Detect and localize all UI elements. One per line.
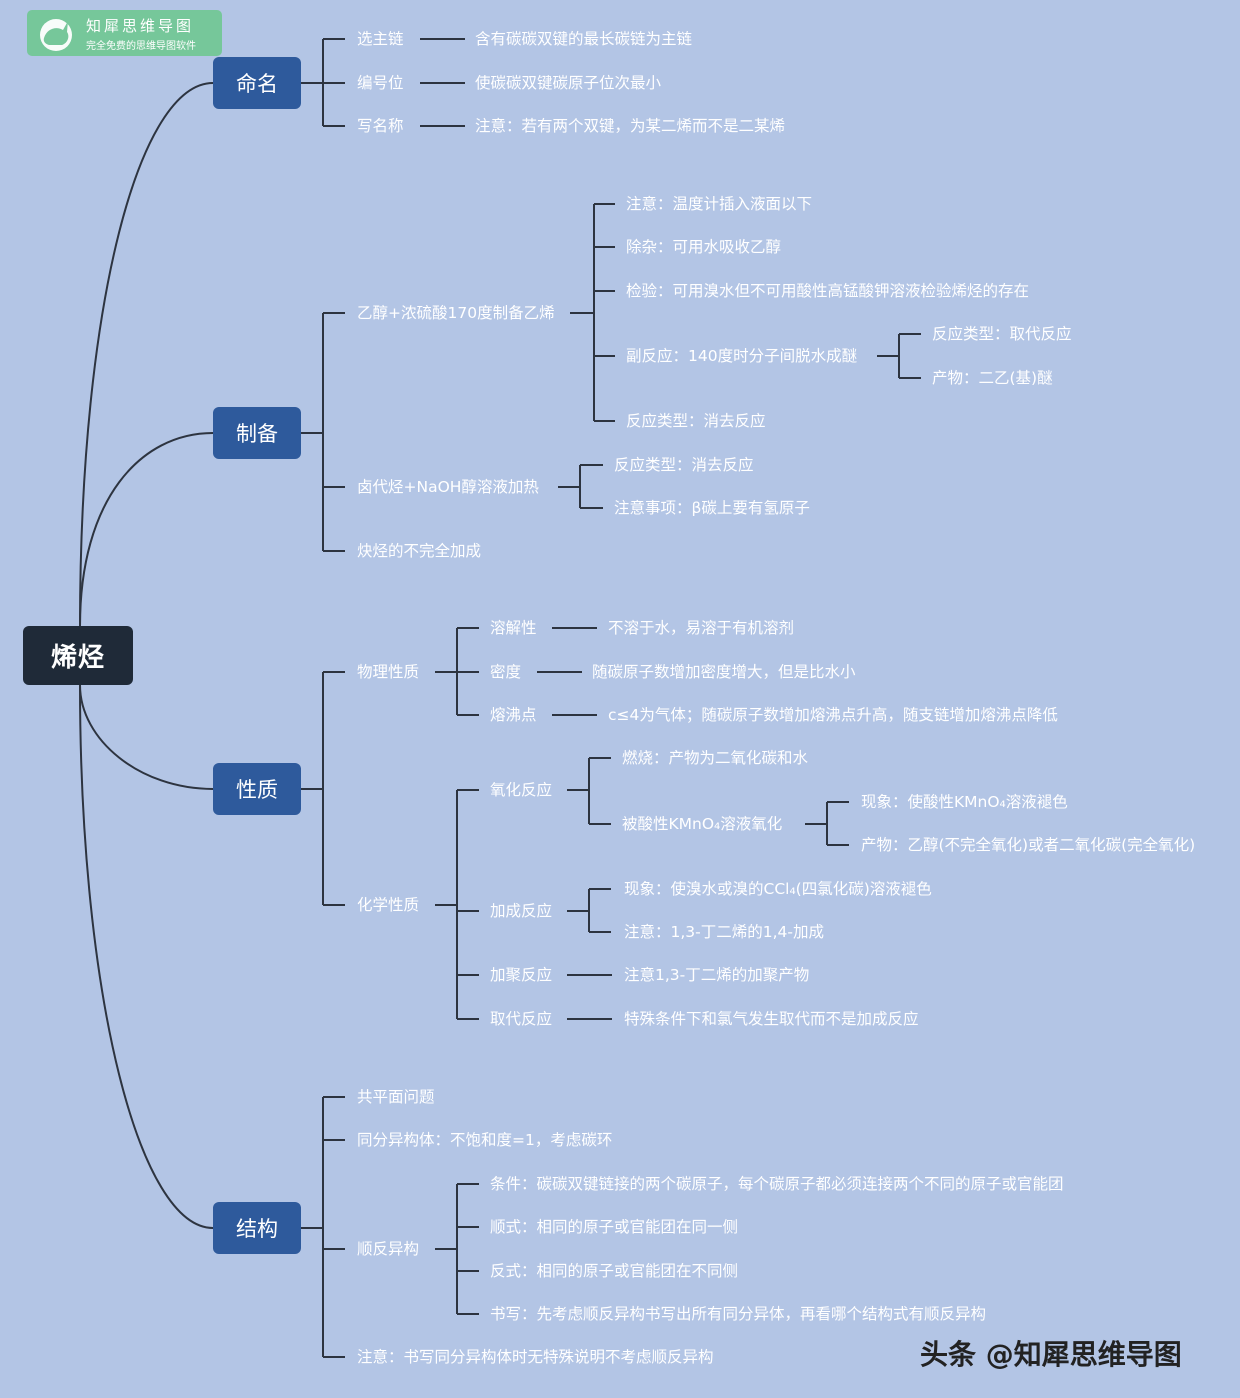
props-polymer-value[interactable]: 注意1,3-丁二烯的加聚产物 xyxy=(624,966,810,984)
watermark-text: 头条 @知犀思维导图 xyxy=(920,1338,1182,1371)
props-physical-value[interactable]: 随碳原子数增加密度增大，但是比水小 xyxy=(592,663,856,681)
prep-ethanol-item[interactable]: 反应类型：消去反应 xyxy=(626,412,766,430)
structure-cistrans-item[interactable]: 条件：碳碳双键链接的两个碳原子，每个碳原子都必须连接两个不同的原子或官能团 xyxy=(490,1175,1064,1193)
root-node[interactable]: 烯烃 xyxy=(23,626,133,685)
prep-side-reaction-item[interactable]: 反应类型：取代反应 xyxy=(932,325,1072,343)
logo-subtitle: 完全免费的思维导图软件 xyxy=(86,41,196,52)
naming-item-value[interactable]: 使碳碳双键碳原子位次最小 xyxy=(475,74,662,92)
props-physical-label[interactable]: 熔沸点 xyxy=(490,706,537,724)
props-polymer-node[interactable]: 加聚反应 xyxy=(490,966,553,984)
structure-note[interactable]: 注意：书写同分异构体时无特殊说明不考虑顺反异构 xyxy=(357,1348,714,1366)
prep-alkyne-node[interactable]: 炔烃的不完全加成 xyxy=(357,542,482,560)
structure-cistrans-item[interactable]: 顺式：相同的原子或官能团在同一侧 xyxy=(490,1218,739,1236)
props-physical-node[interactable]: 物理性质 xyxy=(357,663,420,681)
prep-ethanol-item[interactable]: 除杂：可用水吸收乙醇 xyxy=(626,238,782,256)
props-oxidation-kmno4-node[interactable]: 被酸性KMnO₄溶液氧化 xyxy=(622,815,783,833)
props-addition-item[interactable]: 注意：1,3-丁二烯的1,4-加成 xyxy=(624,923,824,941)
prep-halide-item[interactable]: 反应类型：消去反应 xyxy=(614,456,754,474)
props-physical-value[interactable]: 不溶于水，易溶于有机溶剂 xyxy=(608,619,795,637)
props-substitution-node[interactable]: 取代反应 xyxy=(490,1010,553,1028)
prep-ethanol-item[interactable]: 检验：可用溴水但不可用酸性高锰酸钾溶液检验烯烃的存在 xyxy=(626,282,1030,300)
prep-halide-node[interactable]: 卤代烃+NaOH醇溶液加热 xyxy=(357,478,539,496)
structure-isomer[interactable]: 同分异构体：不饱和度=1，考虑碳环 xyxy=(357,1131,613,1149)
props-oxidation-node[interactable]: 氧化反应 xyxy=(490,781,553,799)
naming-item-value[interactable]: 注意：若有两个双键，为某二烯而不是二某烯 xyxy=(475,117,786,135)
structure-coplanar[interactable]: 共平面问题 xyxy=(357,1088,435,1106)
prep-halide-item[interactable]: 注意事项：β碳上要有氢原子 xyxy=(614,499,810,517)
props-physical-value[interactable]: c≤4为气体；随碳原子数增加熔沸点升高，随支链增加熔沸点降低 xyxy=(608,706,1058,724)
props-chemical-node[interactable]: 化学性质 xyxy=(357,896,420,914)
structure-cistrans-item[interactable]: 书写：先考虑顺反异构书写出所有同分异体，再看哪个结构式有顺反异构 xyxy=(490,1305,987,1323)
rhino-logo-icon xyxy=(40,19,72,51)
branch-properties[interactable]: 性质 xyxy=(213,763,301,815)
structure-cistrans-node[interactable]: 顺反异构 xyxy=(357,1240,420,1258)
props-addition-node[interactable]: 加成反应 xyxy=(490,902,553,920)
branch-structure[interactable]: 结构 xyxy=(213,1202,301,1254)
prep-side-reaction-item[interactable]: 产物：二乙(基)醚 xyxy=(932,369,1053,387)
props-physical-label[interactable]: 溶解性 xyxy=(490,619,537,637)
naming-item-label[interactable]: 选主链 xyxy=(357,30,404,48)
structure-cistrans-item[interactable]: 反式：相同的原子或官能团在不同侧 xyxy=(490,1262,739,1280)
naming-item-label[interactable]: 编号位 xyxy=(357,74,404,92)
branch-preparation[interactable]: 制备 xyxy=(213,407,301,459)
naming-item-label[interactable]: 写名称 xyxy=(357,117,404,135)
prep-ethanol-node[interactable]: 乙醇+浓硫酸170度制备乙烯 xyxy=(357,304,555,322)
prep-ethanol-item[interactable]: 注意：温度计插入液面以下 xyxy=(626,195,813,213)
props-addition-item[interactable]: 现象：使溴水或溴的CCl₄(四氯化碳)溶液褪色 xyxy=(624,880,932,898)
brand-logo: 知犀思维导图 完全免费的思维导图软件 xyxy=(27,10,222,56)
props-substitution-value[interactable]: 特殊条件下和氯气发生取代而不是加成反应 xyxy=(624,1010,919,1028)
branch-naming[interactable]: 命名 xyxy=(213,57,301,109)
naming-item-value[interactable]: 含有碳碳双键的最长碳链为主链 xyxy=(475,30,693,48)
logo-title: 知犀思维导图 xyxy=(86,17,195,35)
props-physical-label[interactable]: 密度 xyxy=(490,663,522,681)
props-kmno4-item[interactable]: 产物：乙醇(不完全氧化)或者二氧化碳(完全氧化) xyxy=(861,836,1196,854)
prep-ethanol-item[interactable]: 副反应：140度时分子间脱水成醚 xyxy=(626,347,858,365)
props-oxidation-burn[interactable]: 燃烧：产物为二氧化碳和水 xyxy=(622,749,809,767)
props-kmno4-item[interactable]: 现象：使酸性KMnO₄溶液褪色 xyxy=(861,793,1068,811)
